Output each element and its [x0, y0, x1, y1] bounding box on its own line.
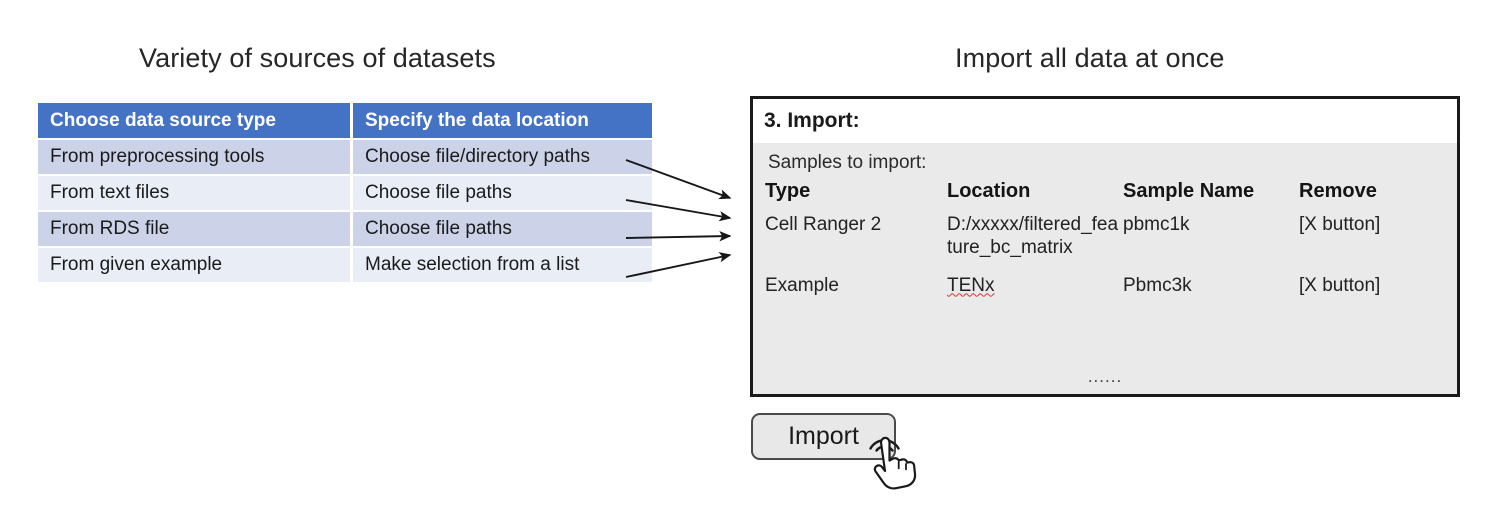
sample-location-cell: D:/xxxxx/filtered_feature_bc_matrix: [947, 214, 1119, 259]
sample-location-text: TENx: [947, 274, 995, 296]
import-button-label: Import: [788, 422, 859, 450]
column-header-remove: Remove: [1299, 180, 1377, 202]
table-row[interactable]: From preprocessing tools Choose file/dir…: [38, 140, 652, 176]
table-row[interactable]: From given example Make selection from a…: [38, 248, 652, 282]
source-type-cell: From preprocessing tools: [38, 140, 353, 176]
source-type-cell: From text files: [38, 176, 353, 212]
source-table-header-location: Specify the data location: [353, 103, 652, 140]
remove-sample-button[interactable]: [X button]: [1299, 274, 1381, 296]
import-step-heading: 3. Import:: [764, 109, 860, 132]
sample-location-cell: TENx: [947, 274, 1123, 311]
table-row: Example TENx Pbmc3k [X button]: [753, 274, 1459, 311]
table-row[interactable]: From text files Choose file paths: [38, 176, 652, 212]
source-type-cell: From given example: [38, 248, 353, 282]
sample-name-cell: pbmc1k: [1123, 214, 1190, 235]
sample-type-cell: Cell Ranger 2: [765, 214, 882, 235]
source-location-cell: Choose file paths: [353, 176, 652, 212]
right-panel-title: Import all data at once: [955, 43, 1225, 73]
samples-table-header-row: Type Location Sample Name Remove: [753, 180, 1459, 213]
left-panel-title: Variety of sources of datasets: [139, 43, 496, 73]
data-source-table: Choose data source type Specify the data…: [38, 103, 652, 282]
source-location-cell: Choose file/directory paths: [353, 140, 652, 176]
import-button[interactable]: Import: [751, 413, 896, 460]
source-location-cell: Choose file paths: [353, 212, 652, 248]
more-rows-ellipsis: ......: [1087, 367, 1123, 386]
source-type-cell: From RDS file: [38, 212, 353, 248]
import-panel-header: 3. Import:: [753, 99, 1457, 143]
column-header-sample-name: Sample Name: [1123, 180, 1255, 202]
table-row: Cell Ranger 2 D:/xxxxx/filtered_feature_…: [753, 213, 1459, 274]
column-header-type: Type: [765, 180, 811, 202]
import-panel: 3. Import: Samples to import: Type Locat…: [750, 96, 1460, 397]
remove-sample-button[interactable]: [X button]: [1299, 214, 1381, 235]
sample-type-cell: Example: [765, 274, 839, 296]
column-header-location: Location: [947, 180, 1031, 202]
sample-name-cell: Pbmc3k: [1123, 274, 1192, 296]
source-location-cell: Make selection from a list: [353, 248, 652, 282]
source-table-header-row: Choose data source type Specify the data…: [38, 103, 652, 140]
table-row[interactable]: From RDS file Choose file paths: [38, 212, 652, 248]
source-table-header-type: Choose data source type: [38, 103, 353, 140]
samples-table: Type Location Sample Name Remove Cell Ra…: [753, 180, 1459, 311]
samples-to-import-label: Samples to import:: [768, 152, 927, 173]
